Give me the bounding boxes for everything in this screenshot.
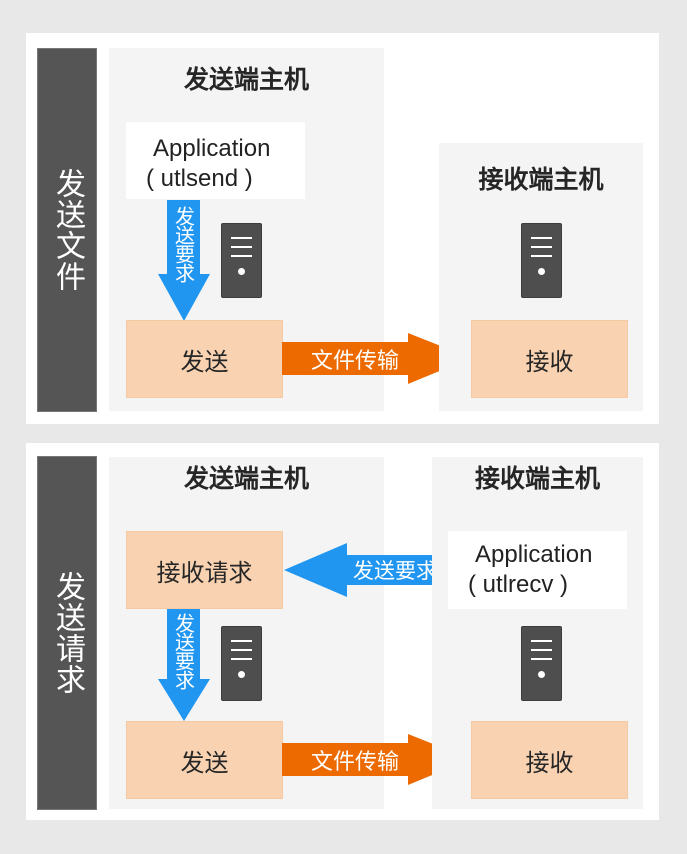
- sender-host-title: 发送端主机: [183, 65, 309, 94]
- file-transfer-arrow-label: 文件传输: [310, 348, 399, 374]
- server-slot-line: [531, 649, 552, 651]
- file-transfer-arrow: [282, 333, 471, 384]
- application-label: Application: [153, 135, 271, 162]
- send-request-arrow-down: [158, 200, 210, 321]
- send-process-label: 发送: [180, 748, 229, 777]
- server-icon: [521, 223, 562, 298]
- receive-process-label: 接收: [525, 748, 574, 777]
- server-slot-line: [231, 246, 252, 248]
- server-slot-line: [531, 237, 552, 239]
- server-icon: [521, 626, 562, 701]
- sender-host-title: 发送端主机: [183, 464, 309, 493]
- server-icon: [221, 223, 262, 298]
- send-process-box: 发送: [126, 721, 283, 799]
- server-slot-line: [231, 255, 252, 257]
- send-request-arrow-shape: [284, 543, 449, 597]
- server-slot-line: [231, 237, 252, 239]
- server-slot-line: [231, 640, 252, 642]
- send-request-arrow-shape: [158, 200, 210, 321]
- receive-request-label: 接收请求: [156, 558, 253, 587]
- sidebar-label: 发送文件: [50, 168, 85, 292]
- sidebar-send-request: 发送请求: [37, 456, 97, 810]
- send-request-arrow-shape: [158, 609, 210, 721]
- server-slot-line: [531, 658, 552, 660]
- send-process-box: 发送: [126, 320, 283, 398]
- server-power-dot: [238, 671, 245, 678]
- server-slot-line: [231, 658, 252, 660]
- file-transfer-arrow-label: 文件传输: [310, 749, 399, 775]
- receiver-host-title: 接收端主机: [478, 165, 604, 194]
- file-transfer-arrow-shape: [282, 734, 471, 785]
- send-request-arrow-down: [158, 609, 210, 721]
- send-request-arrow-label: 发送要求: [171, 206, 196, 282]
- server-slot-line: [531, 640, 552, 642]
- application-name: ( utlsend ): [146, 165, 253, 192]
- server-slot-line: [231, 649, 252, 651]
- sidebar-label: 发送请求: [50, 571, 85, 695]
- receiver-host-title: 接收端主机: [474, 464, 600, 493]
- send-process-label: 发送: [180, 347, 229, 376]
- server-power-dot: [538, 268, 545, 275]
- server-icon: [221, 626, 262, 701]
- sidebar-send-file: 发送文件: [37, 48, 97, 412]
- send-request-arrow-label: 发送要求: [353, 559, 437, 583]
- server-power-dot: [238, 268, 245, 275]
- application-box-utlrecv: Application ( utlrecv ): [448, 531, 627, 609]
- server-slot-line: [531, 246, 552, 248]
- file-transfer-arrow: [282, 734, 471, 785]
- application-label: Application: [475, 541, 593, 568]
- send-request-arrow-label: 发送要求: [171, 613, 196, 689]
- receive-process-label: 接收: [525, 347, 574, 376]
- application-name: ( utlrecv ): [468, 571, 569, 598]
- file-transfer-arrow-shape: [282, 333, 471, 384]
- receive-process-box: 接收: [471, 721, 628, 799]
- server-power-dot: [538, 671, 545, 678]
- receive-process-box: 接收: [471, 320, 628, 398]
- application-box-utlsend: Application ( utlsend ): [126, 122, 305, 199]
- send-request-arrow-left: [284, 543, 449, 597]
- server-slot-line: [531, 255, 552, 257]
- receive-request-box: 接收请求: [126, 531, 283, 609]
